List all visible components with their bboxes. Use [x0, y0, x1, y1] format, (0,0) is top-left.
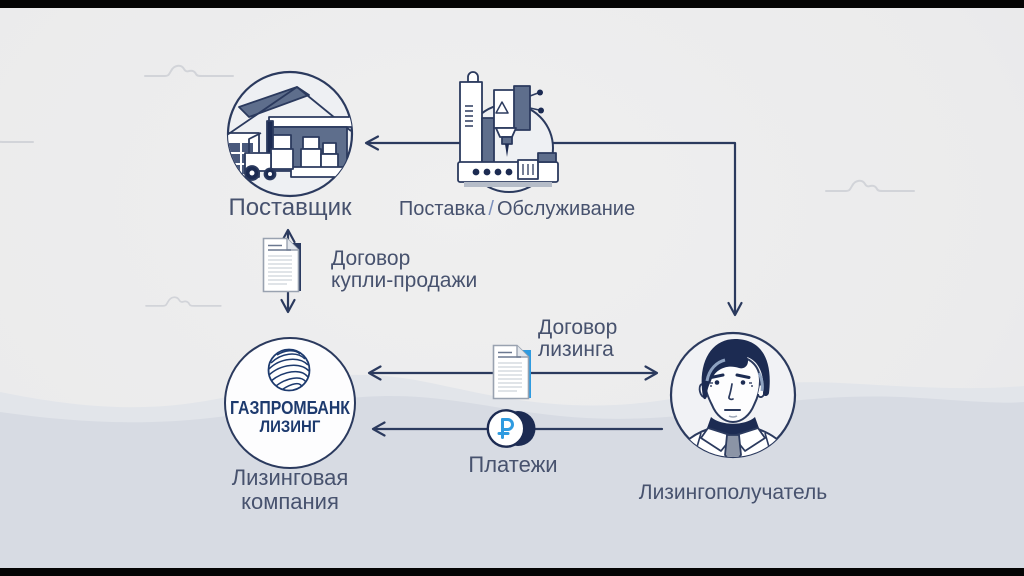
service-label-part1: Поставка: [398, 198, 486, 220]
lessee-label: Лизингополучатель: [638, 481, 828, 504]
leasing-company-caption-line1: Лизинговая: [231, 465, 349, 490]
supplier-label: Поставщик: [228, 194, 352, 221]
letterbox-bottom: [0, 568, 1024, 576]
company-logo-line1: ГАЗПРОМБАНК: [230, 398, 350, 418]
service-label-separator: /: [488, 198, 494, 220]
leasing-company-caption: Лизинговая компания: [190, 466, 390, 514]
payments-label: Платежи: [468, 452, 558, 477]
service-label-part2: Обслуживание: [496, 198, 636, 220]
service-label: Поставка/Обслуживание: [387, 198, 647, 221]
purchase-contract-label: Договор купли-продажи: [331, 248, 477, 292]
company-logo-line2: ЛИЗИНГ: [259, 417, 321, 436]
leasing-contract-line1: Договор: [538, 316, 618, 339]
leasing-contract-line2: лизинга: [538, 338, 614, 361]
letterbox-top: [0, 0, 1024, 8]
globe-logo-icon: [267, 348, 311, 392]
hair: [701, 339, 770, 400]
tie: [724, 434, 742, 457]
machine-icon: [457, 71, 559, 193]
leasing-company-caption-line2: компания: [241, 489, 339, 514]
purchase-contract-line2: купли-продажи: [331, 269, 478, 292]
leasing-contract-label: Договор лизинга: [538, 317, 617, 361]
collar-left: [700, 427, 734, 452]
collar-right: [732, 427, 766, 452]
cloud-icon: [825, 179, 915, 192]
cloud-icon: [145, 296, 222, 307]
document-icon: [262, 237, 301, 293]
ruble-coin-icon: [486, 409, 536, 448]
cloud-icon: [144, 64, 234, 77]
purchase-contract-line1: Договор: [331, 247, 411, 270]
warehouse-icon: [226, 70, 354, 198]
document-icon: [492, 344, 531, 400]
lessee-avatar: [669, 331, 797, 459]
ruble-sign: [497, 418, 514, 439]
